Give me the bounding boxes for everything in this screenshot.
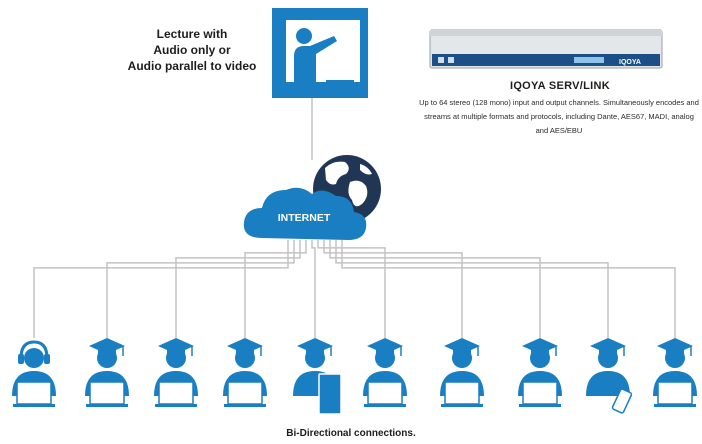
connection-line: [175, 240, 301, 338]
connection-line: [335, 240, 609, 338]
connection-line: [33, 240, 289, 338]
connection-line: [244, 240, 307, 338]
connection-line: [341, 240, 676, 338]
connection-lines: [33, 240, 676, 338]
graduate-laptop-icon: [154, 338, 198, 407]
graduate-laptop-icon: [653, 338, 697, 407]
internet-cloud-icon: INTERNET: [243, 187, 367, 240]
connection-line: [317, 240, 386, 338]
graduate-tablet-icon: [293, 338, 342, 415]
server-logo: IQOYA: [619, 59, 641, 66]
lecture-line-1: Lecture with: [156, 27, 228, 41]
participants-row: [12, 338, 697, 415]
connections-caption: Bi-Directional connections.: [286, 428, 416, 439]
graduate-laptop-icon: [440, 338, 484, 407]
teacher-whiteboard-icon: [272, 8, 368, 98]
server-device: IQOYA: [429, 29, 663, 69]
cloud-label: INTERNET: [278, 212, 331, 224]
server-title: IQOYA SERV/LINK: [509, 80, 611, 92]
connection-line: [311, 240, 316, 338]
lecture-line-2: Audio only or: [153, 43, 231, 57]
connection-line: [323, 240, 463, 338]
graduate-phone-icon: [586, 338, 633, 414]
lecture-line-3: Audio parallel to video: [127, 59, 257, 73]
graduate-laptop-icon: [363, 338, 407, 407]
graduate-laptop-icon: [223, 338, 267, 407]
server-description: Up to 64 stereo (128 mono) input and out…: [419, 98, 699, 135]
lecture-caption: Lecture with Audio only or Audio paralle…: [112, 26, 272, 74]
connection-line: [329, 240, 541, 338]
graduate-laptop-icon: [85, 338, 129, 407]
connection-line: [106, 240, 295, 338]
headset-user-icon: [12, 340, 56, 407]
graduate-laptop-icon: [518, 338, 562, 407]
